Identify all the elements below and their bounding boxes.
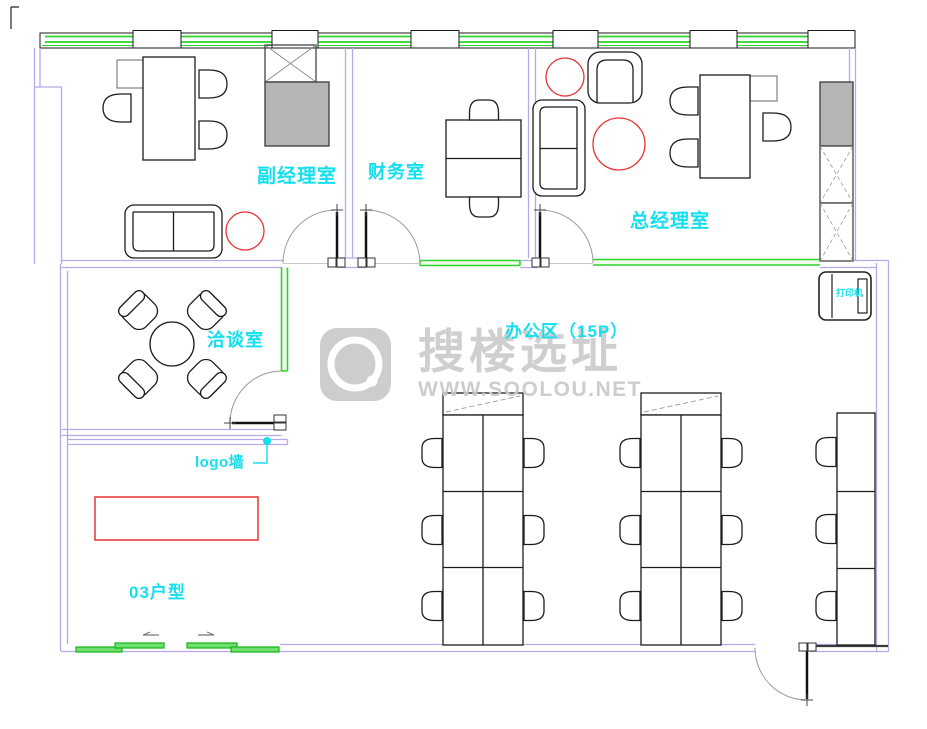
sofa <box>124 204 223 259</box>
desk <box>699 74 751 179</box>
general-manager-door <box>531 204 594 268</box>
cabinet-gray <box>819 81 854 147</box>
armchair-icon <box>115 354 163 402</box>
desk-return <box>116 59 145 89</box>
window-pier <box>132 30 856 49</box>
label-unit-type: 03户型 <box>129 583 186 602</box>
cabinet-gray <box>264 81 330 147</box>
label-open-office-area: 办公区（15P） <box>505 322 629 341</box>
office-chair-icon <box>669 86 699 116</box>
office-chair-icon <box>468 99 500 121</box>
plant-icon <box>225 211 265 251</box>
entrance-door <box>754 642 817 706</box>
reception-stage <box>94 496 259 541</box>
armchair-icon <box>182 287 230 335</box>
wardrobe <box>819 81 854 262</box>
watermark-brand: 搜楼选址 <box>418 325 622 378</box>
deputy-manager-furniture <box>102 44 330 259</box>
label-logo-wall: logo墙 <box>195 454 245 471</box>
label-meeting-room: 洽谈室 <box>207 330 264 350</box>
office-chair-icon <box>762 112 792 142</box>
desk-cluster-1 <box>421 392 545 646</box>
doors <box>224 204 817 706</box>
sliding-door <box>75 631 280 653</box>
interior-walls <box>33 48 890 653</box>
slide-direction-arrows <box>142 631 215 636</box>
desk-return <box>749 75 778 102</box>
soolou-logo-icon <box>320 328 391 401</box>
plant-icon <box>592 117 646 171</box>
label-deputy-manager-office: 副经理室 <box>257 166 338 187</box>
watermark: 搜楼选址 WWW.SOOLOU.NET <box>320 328 642 402</box>
office-chair-icon <box>198 69 228 99</box>
finance-furniture <box>445 99 522 218</box>
finance-office-door <box>357 204 421 268</box>
armchair-icon <box>115 287 163 335</box>
plant-icon <box>545 57 585 97</box>
corner-tick-icon <box>10 6 19 29</box>
office-chair-icon <box>102 93 132 123</box>
armchair-icon <box>182 354 230 402</box>
office-chair-icon <box>468 196 500 218</box>
sofa <box>532 99 586 197</box>
top-window-wall <box>39 30 856 49</box>
watermark-site: WWW.SOOLOU.NET <box>418 378 642 401</box>
label-finance-office: 财务室 <box>368 162 425 182</box>
office-chair-icon <box>669 138 699 168</box>
desk-cluster-3 <box>815 412 876 646</box>
meeting-room-door <box>224 370 287 431</box>
printer-icon <box>818 271 872 321</box>
armchair <box>587 51 643 104</box>
label-general-manager-office: 总经理室 <box>630 211 711 232</box>
round-table <box>149 321 195 367</box>
meeting-room-furniture <box>115 287 230 402</box>
file-cabinet <box>264 44 330 147</box>
logo-wall-leader <box>253 437 271 464</box>
deputy-office-door <box>282 204 346 268</box>
office-chair-icon <box>198 120 228 150</box>
general-manager-furniture <box>532 51 854 262</box>
glass-partitions <box>280 258 820 372</box>
desk <box>142 56 196 161</box>
label-printer: 打印机 <box>836 288 864 298</box>
desk-cluster-2 <box>619 392 743 646</box>
